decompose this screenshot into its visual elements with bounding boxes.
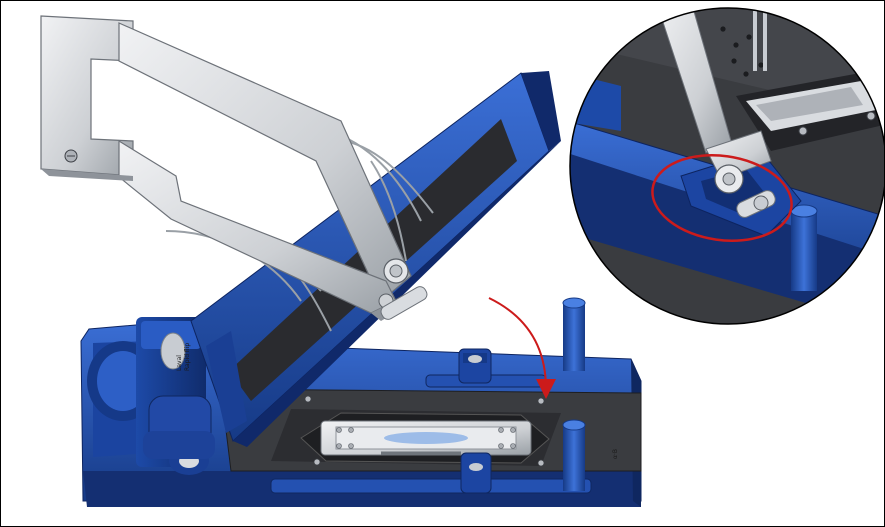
lid-label: Laval: [176, 355, 183, 371]
detail-inset: [569, 7, 884, 325]
base-block: α·B: [80, 297, 642, 507]
handle-lever: [40, 15, 428, 321]
guide-post-rear: [562, 297, 586, 371]
plate-label: α·B: [612, 449, 619, 459]
latch-highlight: [651, 154, 793, 242]
rotation-arrow: [488, 297, 556, 399]
lid-sublabel: Rapid flip: [184, 343, 191, 371]
guide-post-front: [562, 419, 586, 491]
